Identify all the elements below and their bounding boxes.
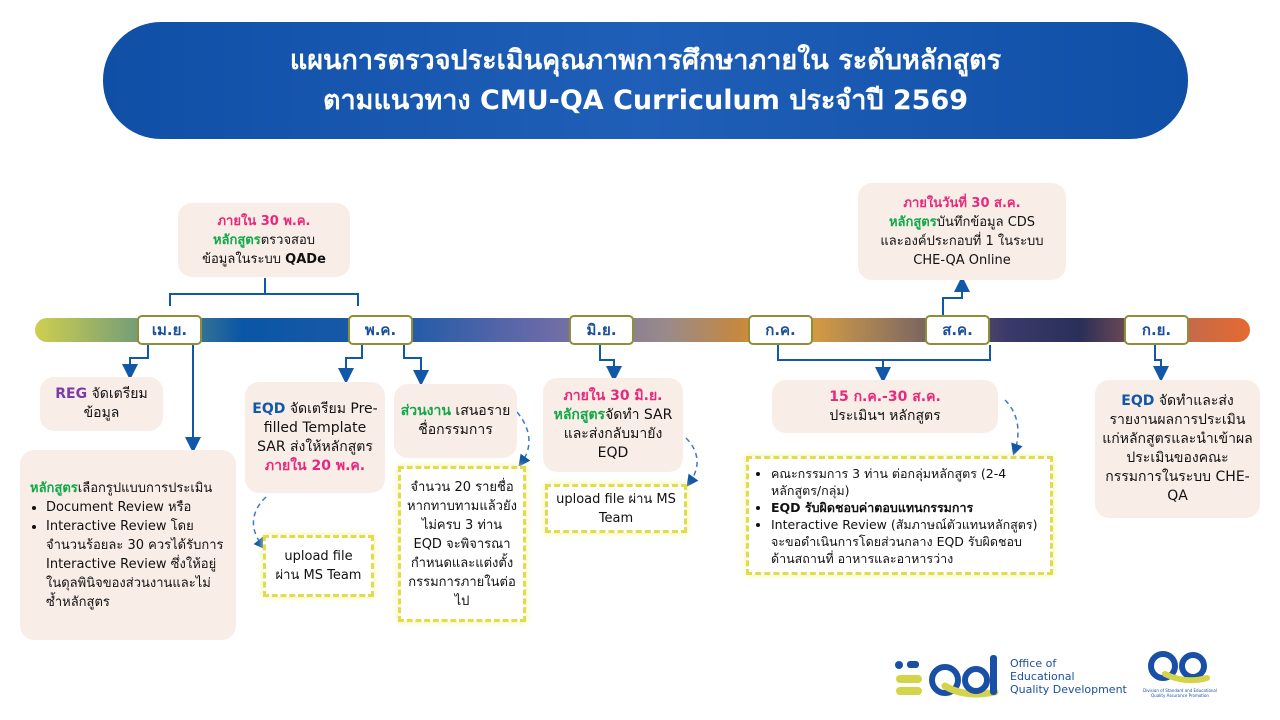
actor: หลักสูตร: [30, 480, 78, 496]
bullet-item: คณะกรรมการ 3 ท่าน ต่อกลุ่มหลักสูตร (2-4 …: [771, 465, 1044, 499]
upload-note-1: upload file ผ่าน MS Team: [263, 535, 374, 597]
actor: EQD: [1121, 393, 1155, 409]
text: จัดเตรียมข้อมูล: [83, 386, 148, 421]
month-may: พ.ค.: [348, 315, 413, 345]
sar-box: ภายใน 30 มิ.ย. หลักสูตรจัดทำ SAR และส่งก…: [543, 378, 683, 472]
eqd-name: Office of Educational Quality Developmen…: [1010, 657, 1127, 696]
text: บันทึกข้อมูล CDS: [936, 214, 1036, 230]
qa-logo: [1148, 651, 1210, 684]
month-apr: เม.ย.: [137, 315, 202, 345]
month-jun: มิ.ย.: [569, 315, 634, 345]
eqd-name-line: Educational: [1010, 670, 1075, 683]
eqd-logo: [895, 655, 999, 698]
text: จัดทำ SAR และส่งกลับมายัง EQD: [563, 407, 673, 461]
upload-note-2: upload file ผ่าน MS Team: [545, 484, 687, 533]
system-name: QADe: [285, 251, 326, 267]
deadline: 15 ก.ค.-30 ส.ค.: [829, 388, 941, 405]
bullet-item: Interactive Review โดยจำนวนร้อยละ 30 ควร…: [46, 517, 226, 612]
actor: หลักสูตร: [888, 214, 937, 230]
unit-propose-box: ส่วนงาน เสนอรายชื่อกรรมการ: [394, 384, 517, 458]
actor: หลักสูตร: [553, 407, 606, 423]
timeline-bar: [35, 318, 1250, 342]
text: เลือกรูปแบบการประเมิน: [77, 480, 213, 496]
qa-caption: Division of Standard and Educational Qua…: [1143, 688, 1217, 698]
actor: ส่วนงาน: [400, 403, 451, 419]
month-jul: ก.ค.: [748, 315, 813, 345]
curriculum-choice-box: หลักสูตรเลือกรูปแบบการประเมิน Document R…: [20, 450, 236, 640]
actor: REG: [55, 386, 88, 402]
text: ตรวจสอบ: [260, 232, 316, 248]
text: CHE-QA Online: [913, 252, 1011, 268]
bullet-item: Document Review หรือ: [46, 498, 226, 517]
title-line-1: แผนการตรวจประเมินคุณภาพการศึกษาภายใน ระด…: [289, 44, 1002, 76]
month-aug: ส.ค.: [925, 315, 990, 345]
text: จัดเตรียม Pre-filled Template SAR ส่งให้…: [257, 400, 378, 455]
report-box: EQD จัดทำและส่งรายงานผลการประเมินแก่หลัก…: [1095, 380, 1260, 518]
deadline: ภายใน 20 พ.ค.: [264, 457, 366, 474]
bullet-item: Interactive Review (สัมภาษณ์ตัวแทนหลักสู…: [771, 516, 1044, 567]
deadline: ภายใน 30 มิ.ย.: [563, 388, 663, 404]
bullet-item: EQD รับผิดชอบค่าตอบแทนกรรมการ: [771, 499, 1044, 516]
month-sep: ก.ย.: [1124, 315, 1189, 345]
actor: หลักสูตร: [212, 232, 261, 248]
text: เสนอรายชื่อกรรมการ: [418, 403, 511, 438]
title-line-2: ตามแนวทาง CMU-QA Curriculum ประจำปี 2569: [322, 84, 969, 116]
text: และองค์ประกอบที่ 1 ในระบบ: [880, 233, 1044, 249]
eqd-prefill-box: EQD จัดเตรียม Pre-filled Template SAR ส่…: [245, 382, 385, 493]
text: ประเมินฯ หลักสูตร: [829, 407, 941, 424]
deadline: ภายในวันที่ 30 ส.ค.: [903, 195, 1021, 211]
eqd-name-line: Office of: [1010, 657, 1057, 670]
reg-box: REG จัดเตรียมข้อมูล: [40, 377, 163, 431]
text: ข้อมูลในระบบ: [202, 251, 286, 267]
committee-note: จำนวน 20 รายชื่อ หากทาบทามแล้วยังไม่ครบ …: [398, 466, 526, 622]
actor: EQD: [252, 400, 286, 417]
text: จัดทำและส่งรายงานผลการประเมินแก่หลักสูตร…: [1102, 393, 1253, 504]
deadline: ภายใน 30 พ.ค.: [217, 213, 311, 229]
assessment-box: 15 ก.ค.-30 ส.ค. ประเมินฯ หลักสูตร: [772, 380, 998, 433]
assessment-notes: คณะกรรมการ 3 ท่าน ต่อกลุ่มหลักสูตร (2-4 …: [746, 456, 1053, 575]
page-title: แผนการตรวจประเมินคุณภาพการศึกษาภายใน ระด…: [103, 22, 1188, 139]
qade-check-box: ภายใน 30 พ.ค. หลักสูตรตรวจสอบ ข้อมูลในระ…: [178, 203, 350, 277]
cds-record-box: ภายในวันที่ 30 ส.ค. หลักสูตรบันทึกข้อมูล…: [858, 183, 1066, 280]
eqd-name-line: Quality Development: [1010, 683, 1127, 696]
